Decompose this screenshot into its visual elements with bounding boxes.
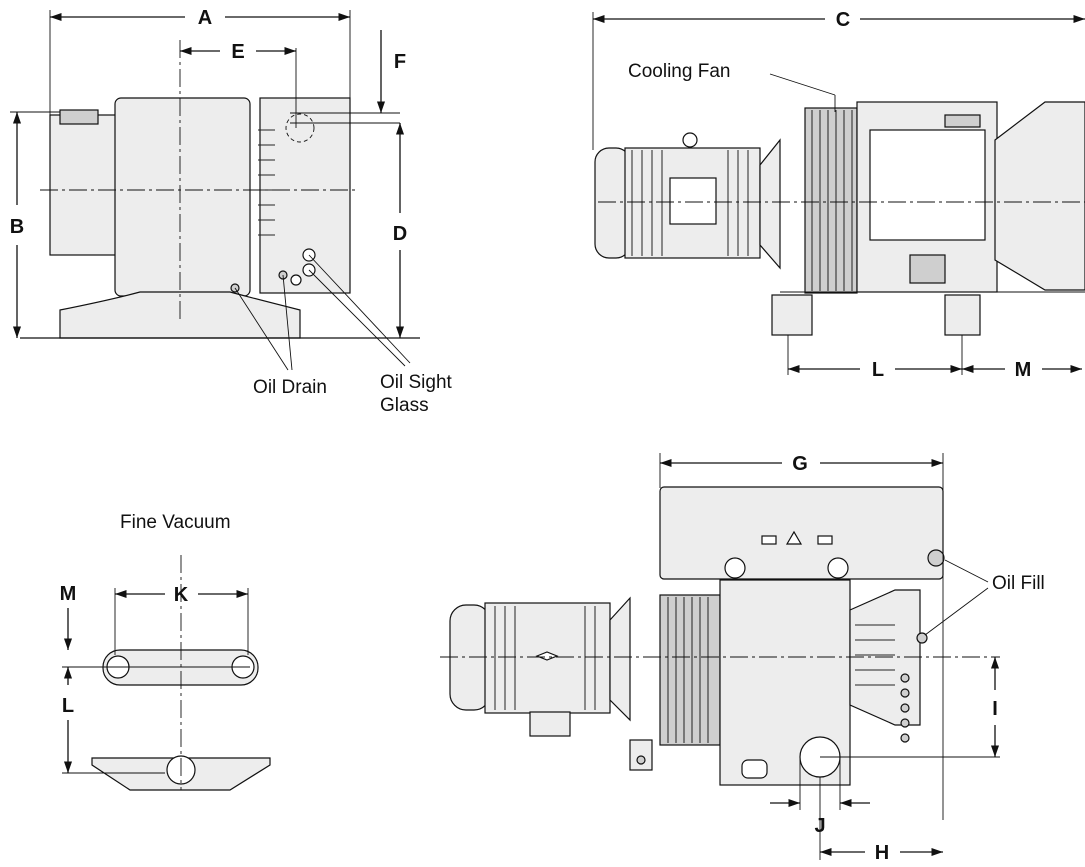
top-coupling-bell <box>609 596 631 722</box>
top-oil-fill-plug <box>927 549 945 567</box>
side-lifting-eye <box>682 132 698 148</box>
dim-label-d: D <box>393 223 407 245</box>
top-cooling-fan <box>659 594 721 746</box>
top-lifting-eye-right <box>827 557 849 579</box>
dim-label-m-side: M <box>1015 359 1032 381</box>
side-top-flange <box>944 114 981 128</box>
front-pump-housing <box>114 97 251 297</box>
oil-drain-leader-2 <box>234 287 289 371</box>
base-view: Fine Vacuum K M L <box>60 512 271 791</box>
dim-label-l-base: L <box>62 695 74 717</box>
callout-oil-drain: Oil Drain <box>253 377 327 398</box>
top-warning-triangle <box>785 530 803 545</box>
top-foot-left <box>629 739 653 771</box>
oil-sight-leader-1 <box>308 254 411 364</box>
dim-label-k: K <box>174 584 189 606</box>
callout-oil-sight-1: Oil Sight <box>380 372 453 393</box>
top-lifting-eye-left <box>724 557 746 579</box>
top-terminal-box <box>529 711 571 737</box>
top-label-1 <box>761 535 777 545</box>
dim-label-a: A <box>198 7 212 29</box>
front-inlet-flange <box>59 109 99 125</box>
label-fine-vacuum: Fine Vacuum <box>120 512 231 533</box>
oil-fill-leader-2 <box>924 587 989 636</box>
top-fins <box>855 624 895 686</box>
side-fan-grille <box>811 110 853 291</box>
top-motor-ribs <box>494 606 596 710</box>
dim-label-h: H <box>875 842 889 864</box>
dim-label-b: B <box>10 216 24 238</box>
front-inlet-pipe <box>49 114 121 256</box>
dim-label-f: F <box>394 51 406 73</box>
dim-label-i: I <box>992 698 998 720</box>
oil-fill-leader-1 <box>944 559 989 583</box>
side-foot-right <box>944 294 981 336</box>
base-foot-plate <box>102 649 259 686</box>
top-view: G I J H Oil Fill <box>440 453 1045 864</box>
front-view: A E F B D Oil Drain Oil Sight Glass <box>10 7 453 416</box>
front-sight-glass-3 <box>290 274 302 286</box>
side-pump-window <box>869 129 986 241</box>
side-motor-terminal-box <box>669 177 717 225</box>
dim-label-l-side: L <box>872 359 884 381</box>
top-label-2 <box>817 535 833 545</box>
side-outlet-cover <box>994 101 1085 291</box>
top-outlet-fins <box>849 589 921 726</box>
cooling-fan-leader <box>769 73 836 96</box>
side-foot-left <box>771 294 813 336</box>
top-fan-grille <box>667 597 709 743</box>
callout-cooling-fan: Cooling Fan <box>628 61 730 82</box>
top-motor-endcap <box>449 604 491 711</box>
callout-oil-fill: Oil Fill <box>992 573 1045 594</box>
dim-label-e: E <box>231 41 244 63</box>
front-side-cover <box>259 97 351 294</box>
oil-drain-leader-1 <box>282 274 293 371</box>
dim-label-g: G <box>792 453 808 475</box>
oil-sight-leader-2 <box>308 269 406 367</box>
dim-label-m-base: M <box>60 583 77 605</box>
side-cooling-fan <box>804 107 858 294</box>
side-motor-ribs <box>631 150 749 256</box>
side-bracket <box>909 254 946 284</box>
callout-oil-sight-2: Glass <box>380 395 429 416</box>
top-housing-tab <box>741 759 768 779</box>
dim-label-c: C <box>836 9 850 31</box>
side-view: C Cooling Fan L M <box>592 9 1085 381</box>
top-upper-cover <box>659 486 944 580</box>
top-oil-ports <box>900 632 928 743</box>
side-coupling-bell <box>759 138 781 270</box>
front-outlet-port <box>285 113 315 143</box>
top-motor-badge <box>535 651 559 661</box>
